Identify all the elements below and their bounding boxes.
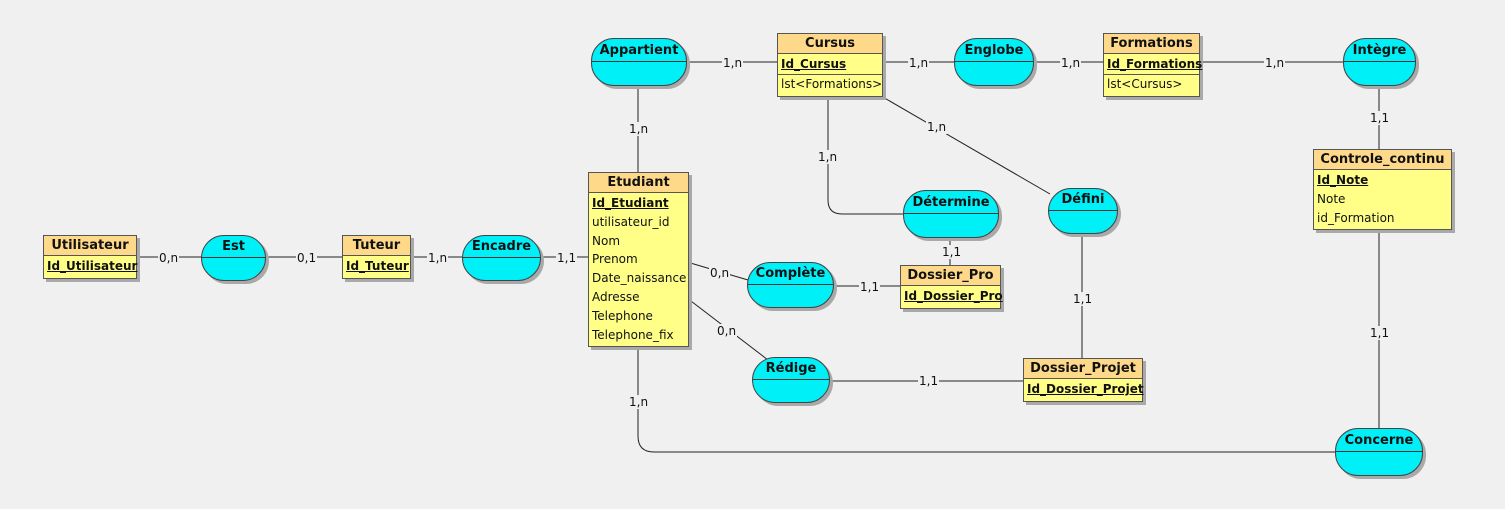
association-complete[interactable]: Complète <box>747 262 834 308</box>
association-appartient[interactable]: Appartient <box>591 38 687 86</box>
association-label: Appartient <box>592 39 686 62</box>
cardinality-label: 1,1 <box>918 374 940 388</box>
cardinality-label: 1,n <box>628 122 650 136</box>
entity-formations[interactable]: Formations Id_Formations lst<Cursus> <box>1103 33 1202 97</box>
entity-title: Dossier_Projet <box>1024 359 1142 379</box>
cardinality-label: 1,n <box>722 56 744 70</box>
association-englobe[interactable]: Englobe <box>954 38 1034 86</box>
association-est[interactable]: Est <box>201 235 266 281</box>
association-label: Englobe <box>955 39 1033 62</box>
entity-title: Utilisateur <box>44 236 136 256</box>
attribute: Nom <box>592 233 621 248</box>
attribute-primary-key: Id_Dossier_Pro <box>904 289 1003 303</box>
attribute: Note <box>1317 191 1346 206</box>
link-etudiant-concerne <box>637 347 1336 453</box>
association-encadre[interactable]: Encadre <box>462 235 541 281</box>
cardinality-label: 1,n <box>908 56 930 70</box>
cardinality-label: 1,1 <box>556 251 578 265</box>
attribute-primary-key: Id_Dossier_Projet <box>1027 382 1144 396</box>
attribute-primary-key: Id_Utilisateur <box>47 259 138 273</box>
attribute: lst<Cursus> <box>1107 76 1183 91</box>
cardinality-label: 1,1 <box>941 245 963 259</box>
entity-title: Etudiant <box>589 173 688 193</box>
entity-dossier-projet[interactable]: Dossier_Projet Id_Dossier_Projet <box>1023 358 1144 402</box>
cardinality-label: 1,n <box>1264 56 1286 70</box>
entity-title: Tuteur <box>343 236 410 256</box>
entity-tuteur[interactable]: Tuteur Id_Tuteur <box>342 235 411 279</box>
attribute: Prenom <box>592 252 638 267</box>
attribute-primary-key: Id_Etudiant <box>592 196 669 210</box>
association-label: Complète <box>748 263 833 285</box>
attribute-primary-key: Id_Formations <box>1104 55 1202 75</box>
attribute: lst<Formations> <box>781 76 883 91</box>
association-integre[interactable]: Intègre <box>1343 38 1416 86</box>
attribute: Telephone <box>592 308 653 323</box>
entity-cursus[interactable]: Cursus Id_Cursus lst<Formations> <box>777 33 883 97</box>
association-label: Détermine <box>904 191 998 214</box>
entity-controle-continu[interactable]: Controle_continu Id_Note Note id_Formati… <box>1313 149 1452 231</box>
attribute-primary-key: Id_Note <box>1317 173 1369 187</box>
link-cursus-determine <box>827 96 904 215</box>
cardinality-label: 0,n <box>709 266 731 280</box>
association-label: Concerne <box>1336 429 1422 452</box>
association-concerne[interactable]: Concerne <box>1335 428 1423 476</box>
cardinality-label: 1,1 <box>859 280 881 294</box>
attribute: utilisateur_id <box>592 214 670 229</box>
cardinality-label: 0,1 <box>296 251 318 265</box>
association-label: Défini <box>1049 189 1117 211</box>
attribute-primary-key: Id_Cursus <box>778 55 882 75</box>
cardinality-label: 0,n <box>158 251 180 265</box>
association-label: Rédige <box>753 358 829 380</box>
cardinality-label: 1,n <box>926 120 948 134</box>
entity-etudiant[interactable]: Etudiant Id_Etudiant utilisateur_id Nom … <box>588 172 689 348</box>
attribute-primary-key: Id_Tuteur <box>346 259 409 273</box>
entity-utilisateur[interactable]: Utilisateur Id_Utilisateur <box>43 235 137 279</box>
association-redige[interactable]: Rédige <box>752 357 830 403</box>
association-label: Est <box>202 236 265 258</box>
entity-title: Controle_continu <box>1314 150 1451 170</box>
cardinality-label: 1,n <box>427 251 449 265</box>
cardinality-label: 1,1 <box>1072 292 1094 306</box>
link-cursus-defini <box>880 95 1051 195</box>
cardinality-label: 1,1 <box>1369 326 1391 340</box>
association-determine[interactable]: Détermine <box>903 190 999 238</box>
attribute: Adresse <box>592 289 640 304</box>
cardinality-label: 1,n <box>628 395 650 409</box>
attribute: id_Formation <box>1317 210 1395 225</box>
cardinality-label: 1,1 <box>1369 111 1391 125</box>
entity-dossier-pro[interactable]: Dossier_Pro Id_Dossier_Pro <box>900 265 1003 309</box>
entity-title: Dossier_Pro <box>901 266 1000 286</box>
association-defini[interactable]: Défini <box>1048 188 1118 234</box>
entity-title: Formations <box>1104 34 1199 54</box>
cardinality-label: 1,n <box>817 150 839 164</box>
association-label: Intègre <box>1344 39 1415 62</box>
entity-title: Cursus <box>778 34 882 54</box>
cardinality-label: 1,n <box>1060 56 1082 70</box>
attribute: Telephone_fix <box>592 327 674 342</box>
association-label: Encadre <box>463 236 540 258</box>
cardinality-label: 0,n <box>716 324 738 338</box>
attribute: Date_naissance <box>592 271 687 286</box>
